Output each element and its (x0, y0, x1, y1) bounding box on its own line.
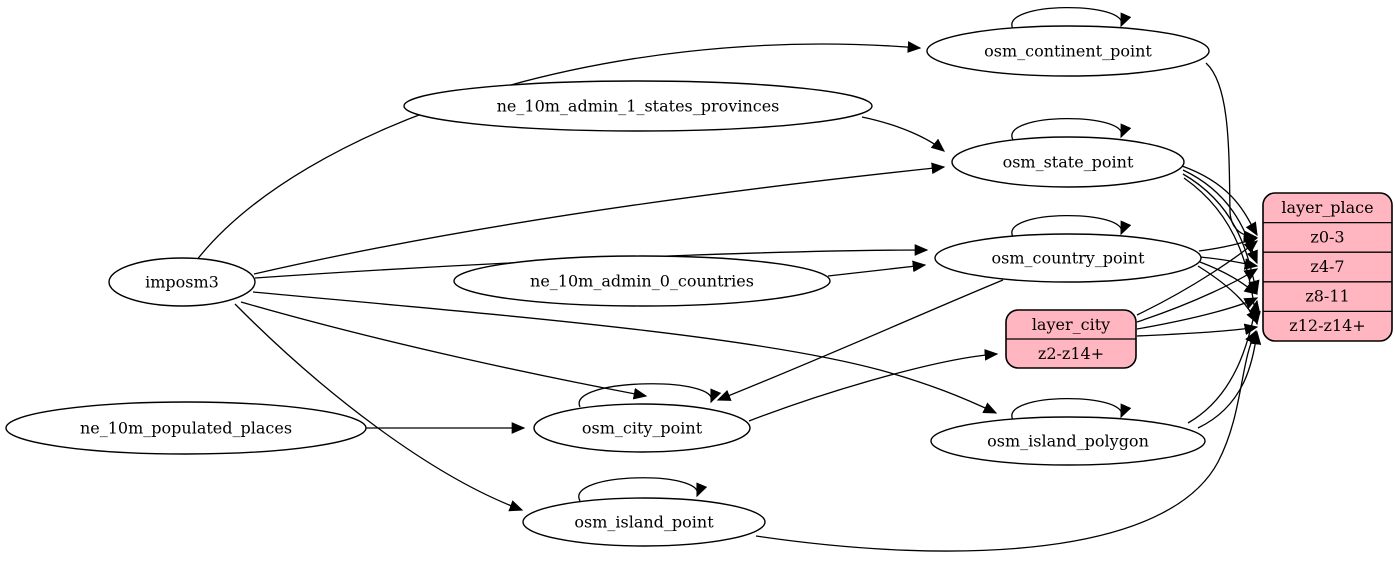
ne-10m-populated-places-label: ne_10m_populated_places (80, 419, 292, 438)
osm-island-polygon-label: osm_island_polygon (987, 432, 1149, 451)
record-layer-city: layer_city z2-z14+ (1005, 309, 1137, 369)
edge-osm_continent_point-layer_place-z0-3 (1205, 62, 1258, 243)
layer-place-title: layer_place (1281, 198, 1373, 217)
edge-osm_country_point-layer_place-z0-3 (1198, 236, 1259, 252)
osm-island-polygon-shape (930, 416, 1206, 466)
node-osm-country-point: osm_country_point (934, 233, 1202, 283)
record-layer-place: layer_place z0-3 z4-7 z8-11 z12-z14+ (1262, 192, 1393, 342)
osm-island-point-shape (522, 497, 766, 547)
self-loop-osm_state_point (1011, 117, 1132, 141)
edge-osm_country_point-layer_place-z4-7 (1199, 256, 1259, 270)
edge-ne_10m_admin_0_countries-osm_country_point (827, 260, 927, 277)
edge-layer_city-layer_place-z0-3 (1136, 240, 1259, 316)
osm-continent-point-label: osm_continent_point (984, 42, 1152, 61)
node-osm-city-point: osm_city_point (533, 403, 751, 453)
self-loop-osm_city_point (578, 383, 722, 408)
ne-10m-admin-0-countries-label: ne_10m_admin_0_countries (530, 272, 754, 291)
layer-place-box (1262, 192, 1393, 342)
self-loop-osm_country_point (1011, 214, 1132, 238)
edge-layer_city-layer_place-z12-z14 (1136, 323, 1259, 337)
node-osm-continent-point: osm_continent_point (926, 25, 1210, 77)
edge-layer_city-layer_place-z8-11 (1136, 297, 1259, 330)
osm-city-point-shape (533, 403, 751, 453)
node-osm-island-polygon: osm_island_polygon (930, 416, 1206, 466)
osm-state-point-shape (951, 136, 1185, 188)
ne-10m-admin-1-states-provinces-label: ne_10m_admin_1_states_provinces (497, 97, 780, 116)
edge-ne_10m_admin_1_states_provinces-osm_state_point (861, 116, 946, 152)
layer-place-row-z8-11: z8-11 (1305, 287, 1349, 306)
osm-state-point-label: osm_state_point (1003, 153, 1134, 172)
edge-osm_island_polygon-layer_place-z8-11 (1187, 299, 1261, 424)
osm-island-point-label: osm_island_point (574, 513, 714, 532)
layer-place-row-z12-z14: z12-z14+ (1289, 316, 1365, 335)
edge-osm_state_point-layer_place-z4-7 (1182, 169, 1258, 265)
edge-imposm3-osm_state_point (253, 162, 946, 275)
imposm3-label: imposm3 (145, 273, 219, 292)
osm-country-point-label: osm_country_point (991, 249, 1145, 268)
edge-imposm3-osm_continent_point (195, 41, 922, 262)
edge-layer_city-layer_place-z4-7 (1136, 268, 1259, 323)
edge-osm_island_point-layer_place-z12-z14 (755, 329, 1257, 552)
edge-osm_state_point-layer_place-z8-11 (1182, 173, 1260, 295)
layer-city-row-z2-z14: z2-z14+ (1038, 344, 1104, 363)
node-ne-10m-admin-1-states-provinces: ne_10m_admin_1_states_provinces (403, 80, 873, 132)
ne-10m-admin-1-states-provinces-shape (403, 80, 873, 132)
ne-10m-populated-places-shape (5, 401, 367, 455)
layer-place-row-z4-7: z4-7 (1310, 257, 1344, 276)
osm-city-point-label: osm_city_point (582, 419, 703, 438)
edge-osm_city_point-layer_city (748, 349, 999, 422)
node-osm-state-point: osm_state_point (951, 136, 1185, 188)
edge-imposm3-osm_island_point (234, 303, 524, 512)
layer-city-title: layer_city (1032, 315, 1110, 334)
node-ne-10m-admin-0-countries: ne_10m_admin_0_countries (453, 255, 831, 307)
self-loop-osm_island_polygon (1011, 397, 1132, 421)
osm-country-point-shape (934, 233, 1202, 283)
imposm3-shape (108, 257, 256, 307)
ne-10m-admin-0-countries-shape (453, 255, 831, 307)
edge-imposm3-osm_city_point (240, 301, 648, 400)
node-ne-10m-populated-places: ne_10m_populated_places (5, 401, 367, 455)
edges (195, 6, 1262, 552)
edge-osm_country_point-layer_place-z12-z14 (1197, 265, 1258, 325)
osm-continent-point-shape (926, 25, 1210, 77)
node-imposm3: imposm3 (108, 257, 256, 307)
node-osm-island-point: osm_island_point (522, 497, 766, 547)
edge-osm_state_point-layer_place-z0-3 (1181, 165, 1258, 237)
self-loop-osm_continent_point (1011, 6, 1132, 30)
layer-place-row-z0-3: z0-3 (1310, 228, 1344, 247)
self-loop-osm_island_point (578, 477, 708, 502)
edge-osm_island_polygon-layer_place-z12-z14 (1197, 330, 1262, 429)
edge-osm_country_point-osm_city_point (716, 279, 1004, 401)
edge-imposm3-osm_island_polygon (252, 291, 998, 414)
